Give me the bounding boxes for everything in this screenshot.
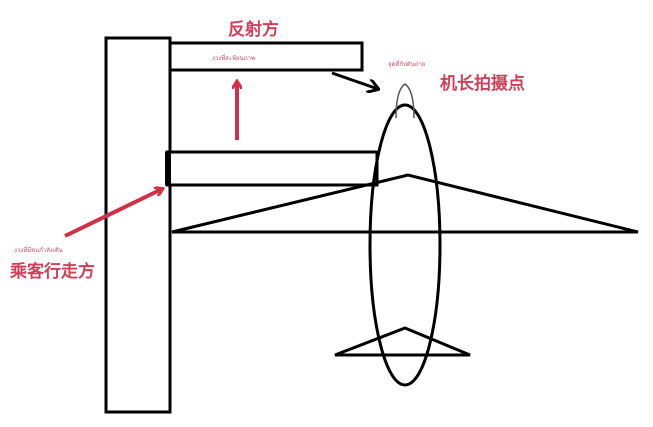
passenger-side-thai-label: งวงที่มีคนกำลังเดิน bbox=[14, 246, 63, 254]
reflecting-jetway bbox=[168, 41, 364, 72]
cockpit-window bbox=[395, 83, 415, 119]
tail-stabilizer bbox=[334, 326, 471, 357]
captain-view-arrow bbox=[331, 71, 378, 89]
reflection-side-label: 反射方 bbox=[228, 19, 279, 40]
reflection-side-thai-label: งวงที่สะท้อนภาพ bbox=[212, 54, 255, 62]
passenger-jetway bbox=[165, 150, 379, 187]
captain-point-thai-label: จุดที่กัปตันถ่าย bbox=[388, 60, 425, 68]
passenger-arrow bbox=[64, 189, 162, 238]
passenger-side-label: 乘客行走方 bbox=[9, 261, 95, 282]
captain-point-label: 机长拍摄点 bbox=[440, 73, 525, 94]
wings bbox=[171, 173, 639, 234]
terminal-building bbox=[104, 36, 172, 414]
fuselage bbox=[368, 103, 442, 387]
